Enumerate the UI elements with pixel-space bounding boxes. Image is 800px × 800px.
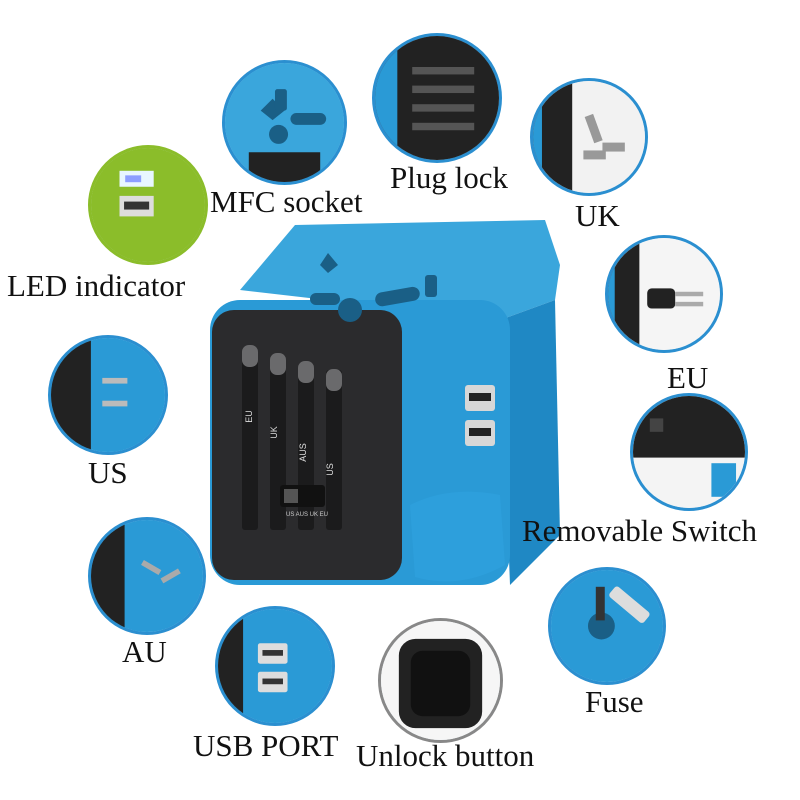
au-plug-detail-circle [88,517,206,635]
label-plug-lock: Plug lock [390,160,508,195]
unlock-button-detail-circle [378,618,503,743]
label-removable-switch: Removable Switch [522,513,758,548]
slider-label-us: US [324,463,335,476]
led-indicator-detail-circle [88,145,208,265]
slider-label-eu: EU [243,410,254,423]
slider-label-uk: UK [268,426,279,439]
label-au: AU [122,634,167,669]
mfc-socket-detail-circle [222,60,347,185]
label-eu: EU [667,360,709,395]
eu-plug-detail-circle [605,235,723,353]
plug-lock-detail-circle [372,33,502,163]
label-usb-port: USB PORT [193,728,339,763]
travel-adapter-image [200,205,570,595]
switch-markings: US AUS UK EU [286,512,329,518]
label-mfc-socket: MFC socket [210,184,363,219]
slider-label-aus: AUS [297,443,308,462]
label-unlock-button: Unlock button [356,738,535,773]
label-led-indicator: LED indicator [7,268,186,303]
label-uk: UK [575,198,620,233]
removable-switch-detail-circle [630,393,748,511]
us-plug-detail-circle [48,335,168,455]
uk-plug-detail-circle [530,78,648,196]
usb-port-detail-circle [215,606,335,726]
label-us: US [88,455,128,490]
label-fuse: Fuse [585,684,644,719]
fuse-detail-circle [548,567,666,685]
